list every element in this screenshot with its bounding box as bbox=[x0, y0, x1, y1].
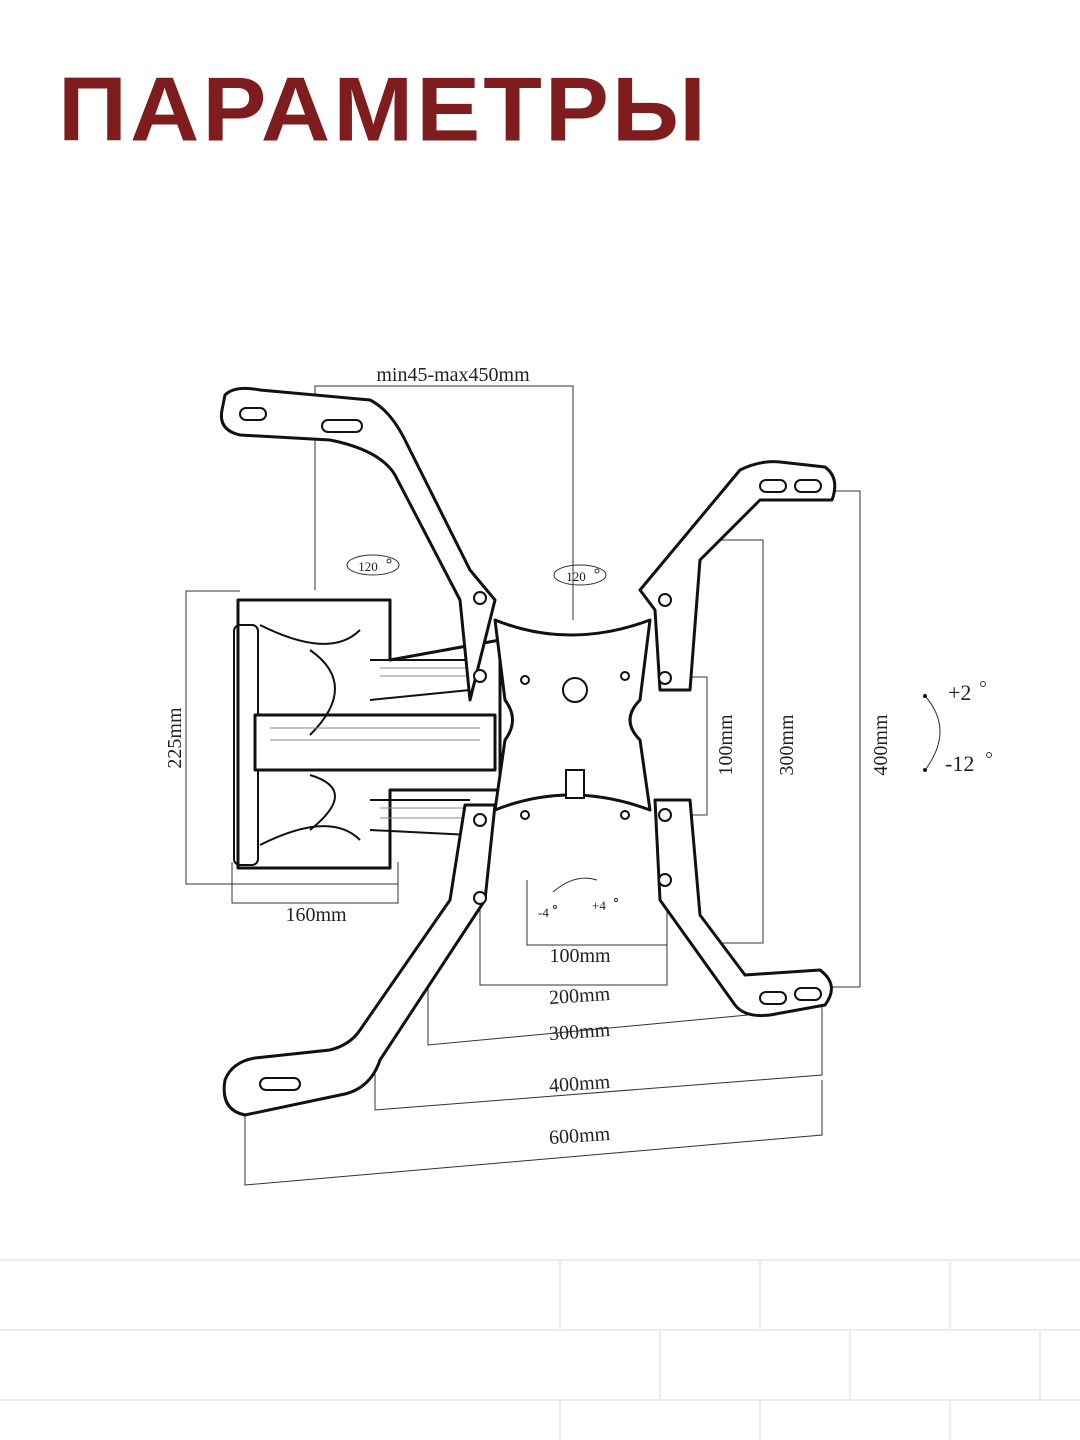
vesa-bracket bbox=[219, 386, 837, 1117]
swivel-left-label: 120 bbox=[358, 559, 378, 574]
page-title: ПАРАМЕТРЫ bbox=[58, 58, 709, 161]
brick-wall-background bbox=[0, 1259, 1080, 1440]
vesa-v-300-label: 300mm bbox=[776, 714, 798, 776]
rotate-right-label: +4 bbox=[592, 898, 606, 913]
wall-plate-arm bbox=[233, 598, 502, 870]
vesa-h-300-label: 300mm bbox=[548, 1019, 611, 1045]
rotate-left-label: -4 bbox=[538, 905, 549, 920]
vesa-h-100-label: 100mm bbox=[549, 945, 611, 967]
arm-extension-label: min45-max450mm bbox=[376, 364, 530, 386]
tilt-up-label: +2 bbox=[948, 680, 971, 705]
wall-plate-height-label: 225mm bbox=[164, 707, 186, 769]
degree-marks bbox=[386, 558, 992, 909]
vesa-h-400-label: 400mm bbox=[548, 1071, 611, 1097]
vesa-v-100-label: 100mm bbox=[715, 714, 737, 776]
vesa-h-200-label: 200mm bbox=[548, 983, 611, 1009]
dimension-lines bbox=[185, 385, 941, 1186]
vesa-v-400-label: 400mm bbox=[870, 714, 892, 776]
tilt-down-label: -12 bbox=[945, 751, 974, 776]
wall-plate-width-label: 160mm bbox=[285, 904, 347, 926]
vesa-h-600-label: 600mm bbox=[548, 1123, 611, 1149]
swivel-center-label: 120 bbox=[566, 569, 586, 584]
